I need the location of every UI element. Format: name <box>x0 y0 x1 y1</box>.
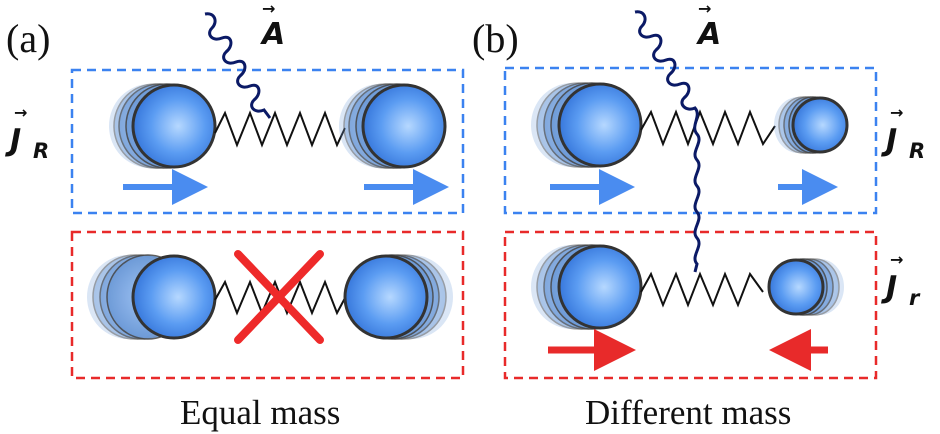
svg-text:A: A <box>260 17 285 52</box>
panel-a-top-right-ball <box>339 83 447 169</box>
svg-text:R: R <box>909 139 925 163</box>
panel-a-top-spring <box>214 110 346 148</box>
panel-b-bottom-left-ball <box>531 244 643 330</box>
current-R-symbol-a: → J R <box>5 103 49 163</box>
panel-b-red-box <box>503 230 878 380</box>
panel-b-top-spring <box>640 109 776 147</box>
current-r-symbol-b: → J r <box>881 250 921 310</box>
panel-a-top-left-ball <box>109 83 217 169</box>
panel-a-bottom-left-ball <box>87 254 217 340</box>
svg-text:→: → <box>14 103 27 122</box>
svg-text:A: A <box>696 17 721 52</box>
panel-b-top-left-ball <box>531 82 643 168</box>
panel-b-blue-box <box>503 66 878 215</box>
panel-a-blue-box <box>70 68 465 215</box>
panel-a-red-box <box>70 230 465 380</box>
panel-a-label: (a) <box>6 16 50 61</box>
vector-potential-symbol-a: → A <box>260 0 285 52</box>
panel-b-bottom-right-ball <box>767 258 844 316</box>
svg-text:→: → <box>698 0 711 18</box>
svg-text:R: R <box>33 139 49 163</box>
panel-b-top-right-ball <box>774 96 849 154</box>
forbidden-cross-icon <box>234 250 324 344</box>
svg-text:J: J <box>5 123 21 158</box>
vector-potential-symbol-b: → A <box>696 0 721 52</box>
panel-a-bottom-right-ball <box>343 254 453 340</box>
svg-text:→: → <box>890 103 903 122</box>
svg-text:J: J <box>881 270 897 305</box>
svg-text:r: r <box>909 286 921 310</box>
svg-text:→: → <box>890 250 903 269</box>
panel-b-caption: Different mass <box>585 393 791 432</box>
current-R-symbol-b: → J R <box>881 103 925 163</box>
panel-a-photon-wave <box>204 12 272 119</box>
panel-b-photon-wave <box>634 10 701 273</box>
svg-text:J: J <box>881 123 897 158</box>
panel-b-label: (b) <box>472 16 519 61</box>
panel-a-caption: Equal mass <box>180 393 340 432</box>
svg-text:→: → <box>262 0 275 18</box>
panel-b-bottom-spring <box>640 271 764 308</box>
